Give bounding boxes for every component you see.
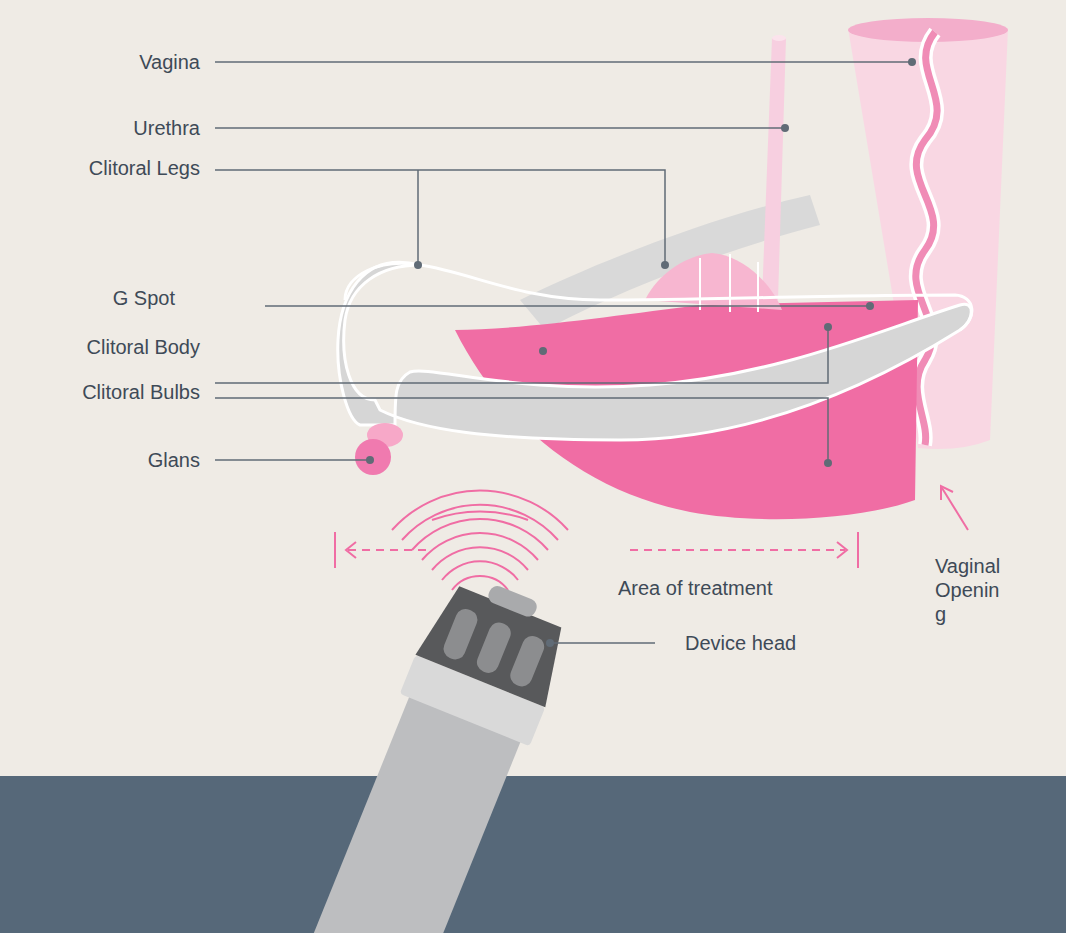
- vaginal-canal-inner: [916, 32, 937, 445]
- part-label: Vaginal Openin g: [935, 554, 1009, 626]
- urethra-end: [772, 35, 786, 41]
- body-outline: [345, 263, 972, 330]
- leader-dots: [366, 58, 916, 647]
- urethra-lines: [700, 254, 758, 312]
- part-label: Area of treatment: [618, 576, 773, 600]
- bottom-band: [0, 776, 1066, 933]
- part-label: Device head: [685, 631, 796, 655]
- part-label: Urethra: [133, 116, 200, 140]
- device: [299, 567, 581, 933]
- treatment-range: [335, 532, 858, 568]
- sound-waves: [392, 491, 568, 590]
- part-label: Clitoral Bulbs: [82, 380, 200, 404]
- part-label: Clitoral Body: [87, 335, 200, 359]
- part-label: G Spot: [113, 286, 175, 310]
- leader-lines: [215, 62, 912, 643]
- vaginal-canal: [916, 32, 937, 445]
- clitoral-body: [338, 262, 971, 440]
- part-label: Glans: [148, 448, 200, 472]
- part-label: Clitoral Legs: [89, 156, 200, 180]
- part-label: Vagina: [139, 50, 200, 74]
- urethral-opening: [645, 253, 782, 310]
- glans: [355, 439, 391, 475]
- opening-arrow: [941, 486, 968, 530]
- urethra-tube: [762, 38, 786, 300]
